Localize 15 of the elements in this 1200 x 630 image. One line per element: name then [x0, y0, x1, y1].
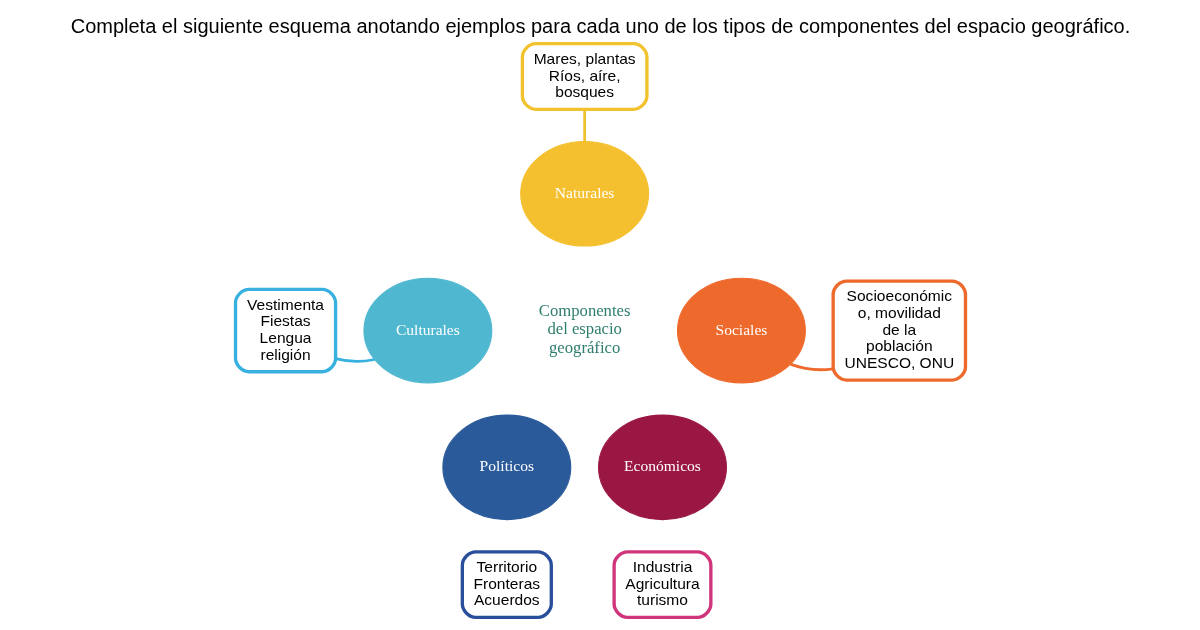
node-ellipse: Económicos: [597, 414, 727, 521]
node-ellipse: Sociales: [676, 277, 806, 384]
label: Componentes del espacio geográfico: [538, 300, 630, 358]
node-ellipse: Culturales: [362, 277, 492, 384]
node-box: Socioeconómic o, movilidad de la población UNESCO, ONU: [831, 279, 967, 382]
connector: [334, 357, 375, 363]
node-box: Mares, plantas Ríos, aíre, bosques: [520, 42, 649, 111]
connector: [789, 362, 833, 372]
diagram-title: Completa el siguiente esquema anotando ejemplos para cada uno de los tipos de componentes del espacio geográfico.: [70, 15, 1130, 38]
node-box: Territorio Fronteras Acuerdos: [460, 550, 553, 620]
connector: [582, 109, 586, 142]
node-box: Industria Agricultura turismo: [611, 550, 713, 620]
node-ellipse: Naturales: [519, 141, 649, 247]
node-ellipse: Políticos: [441, 414, 571, 521]
node-box: Vestimenta Fiestas Lengua religión: [233, 287, 337, 374]
